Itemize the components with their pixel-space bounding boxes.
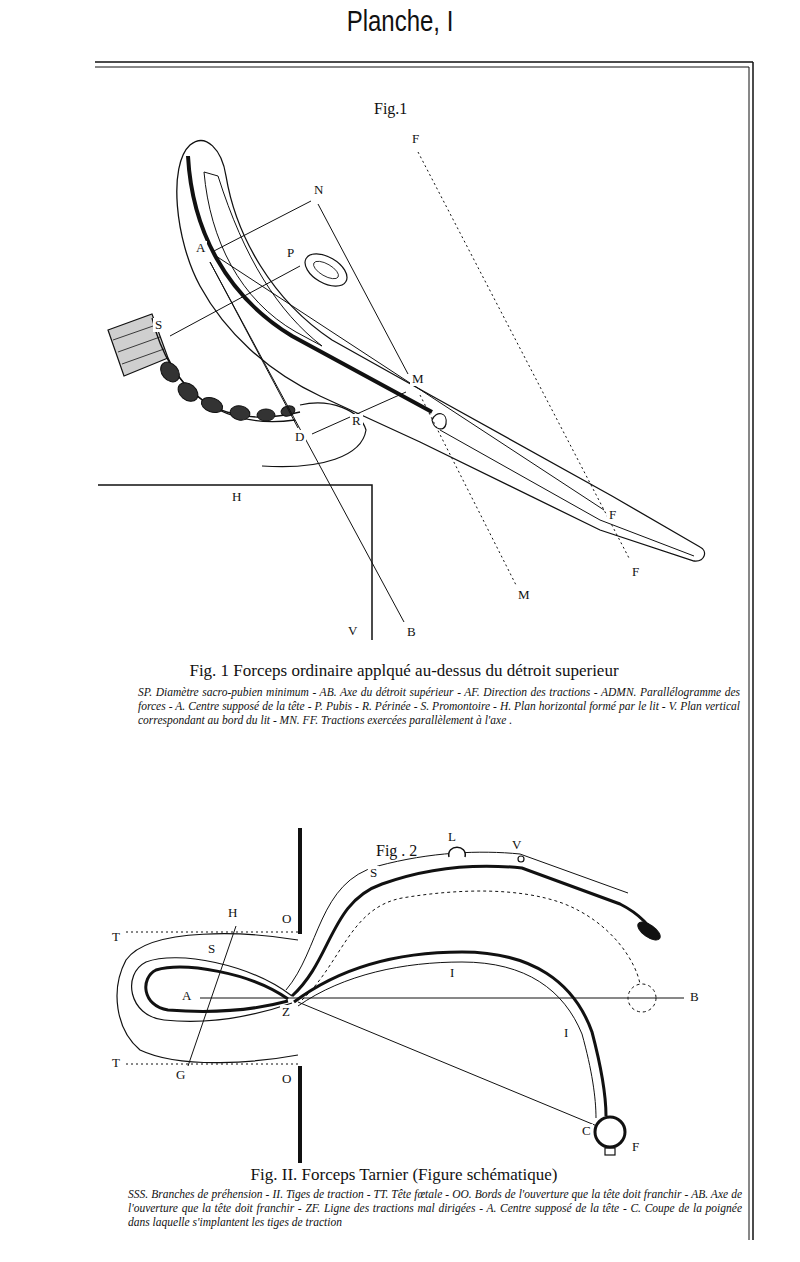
point-letter: F xyxy=(630,1140,641,1154)
figure-caption: Fig. II. Forceps Tarnier (Figure schémat… xyxy=(4,1166,800,1185)
point-letter: F xyxy=(630,565,641,579)
plate-frame xyxy=(95,62,753,1240)
point-letter: F xyxy=(607,508,618,522)
point-letter: L xyxy=(446,830,458,844)
point-letter: T xyxy=(110,1056,122,1070)
point-letter: O xyxy=(280,1072,293,1086)
figure-number: Fig.1 xyxy=(374,100,407,118)
fig1-illustration xyxy=(98,141,705,640)
plate-title: Planche, I xyxy=(80,4,720,38)
point-letter: Z xyxy=(280,1005,292,1019)
figure-caption: Fig. 1 Forceps ordinaire applqué au-dess… xyxy=(4,662,800,681)
point-letter: V xyxy=(510,838,523,852)
point-letter: B xyxy=(405,625,418,639)
figure-number: Fig . 2 xyxy=(376,842,417,860)
fig2-illustration xyxy=(117,828,684,1163)
legend-text: SSS. Branches de préhension - II. Tiges … xyxy=(128,1188,742,1229)
point-letter: F xyxy=(410,132,421,146)
point-letter: S xyxy=(206,942,217,956)
point-letter: I xyxy=(448,966,456,980)
point-letter: R xyxy=(350,414,363,428)
legend-text: SP. Diamètre sacro-pubien minimum - AB. … xyxy=(138,686,740,727)
point-letter: S xyxy=(368,866,379,880)
point-letter: M xyxy=(410,372,426,386)
point-letter: H xyxy=(226,906,239,920)
point-letter: O xyxy=(280,912,293,926)
point-letter: I xyxy=(562,1026,570,1040)
point-letter: D xyxy=(293,430,306,444)
point-letter: B xyxy=(688,990,701,1004)
point-letter: T xyxy=(110,930,122,944)
point-letter: M xyxy=(516,588,532,602)
point-letter: V xyxy=(346,624,359,638)
point-letter: G xyxy=(174,1068,187,1082)
point-letter: P xyxy=(285,246,296,260)
point-letter: S xyxy=(153,318,164,332)
point-letter: N xyxy=(312,183,325,197)
point-letter: A xyxy=(194,241,207,255)
point-letter: H xyxy=(230,490,243,504)
point-letter: A xyxy=(180,989,193,1003)
point-letter: C xyxy=(580,1124,593,1138)
